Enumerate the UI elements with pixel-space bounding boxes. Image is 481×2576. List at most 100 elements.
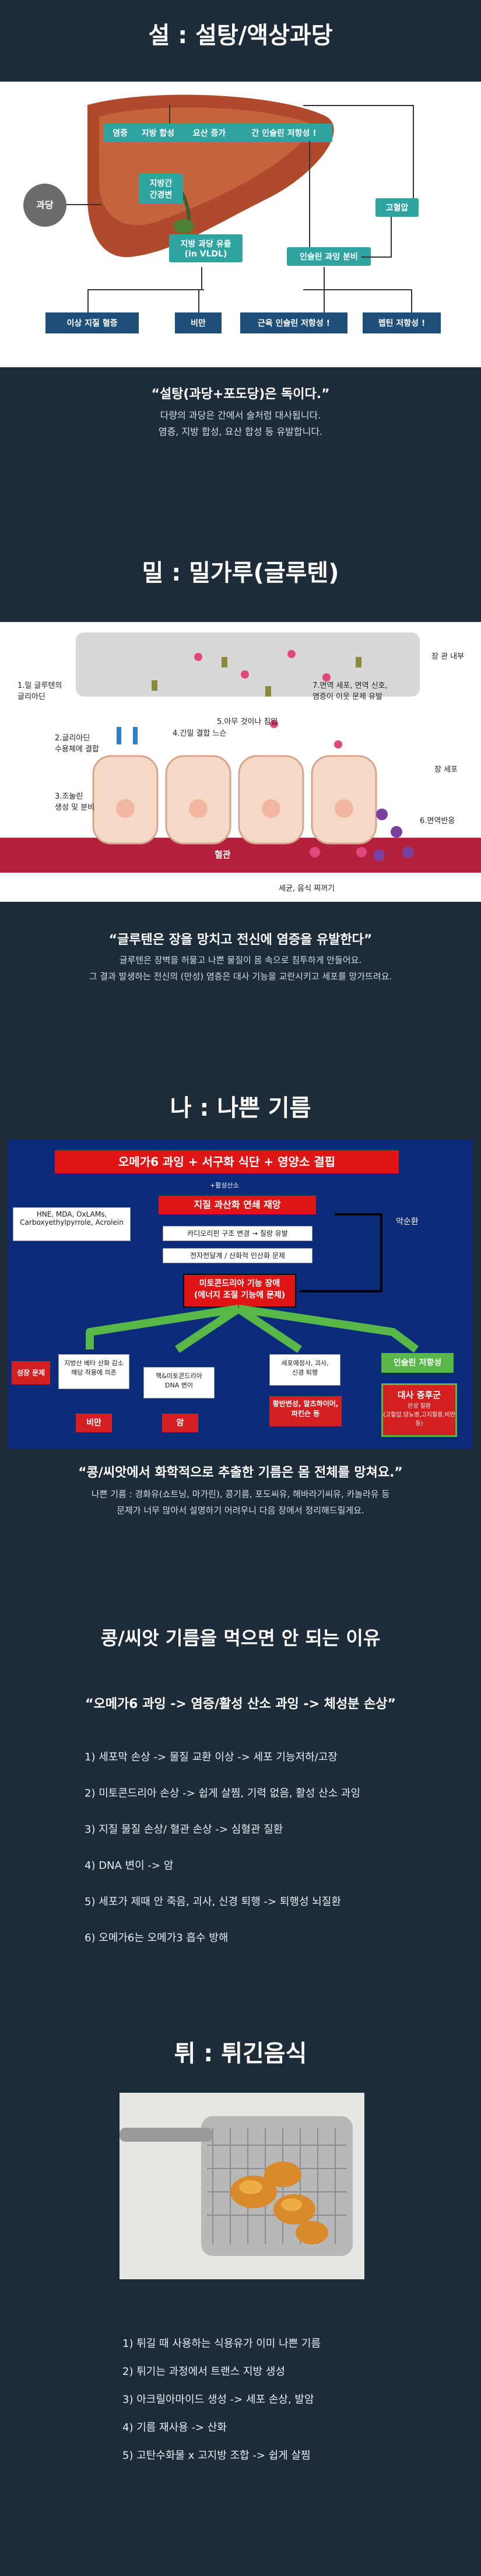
vicious-circle-label: 악순환 (396, 1217, 419, 1227)
dna-mutation-box: 핵&미토콘드리아 DNA 변이 (143, 1367, 215, 1398)
fatty-liver-box: 지방간 간경변 (139, 174, 183, 204)
liver-box-label: 염증 (113, 129, 128, 138)
arrow-line (66, 204, 101, 205)
byproducts-box: HNE, MDA, OxLAMs, Carboxyethylpyrrole, A… (13, 1207, 131, 1241)
fried-section-title: 튀 : 튀긴음식 (174, 2040, 307, 2067)
fat-diagram: 오메가6 과잉 + 서구화 식단 + 영양소 결핍 +활성산소 지질 과산화 연… (8, 1140, 473, 1449)
hypertension-box: 고혈압 (375, 198, 419, 217)
liver-box-label: 요산 증가 (192, 129, 226, 138)
connector-line (391, 217, 392, 258)
outcome-label: 비만 (191, 319, 206, 328)
wheat-caption-title: “글루텐은 장을 망치고 전신에 염증을 유발한다” (108, 933, 373, 947)
fried-item: 5) 고탄수화물 x 고지방 조합 -> 쉽게 살찜 (122, 2450, 311, 2462)
connector-line (169, 105, 170, 124)
outcome-label: 근육 인슐린 저항성 ! (257, 319, 331, 328)
liver-box-label: 지방 합성 (141, 129, 175, 138)
sugar-caption-title: “설탕(과당+포도당)은 독이다.” (151, 387, 330, 402)
lipid-peroxidation-bar: 지질 과산화 연쇄 재앙 (159, 1196, 316, 1214)
fat-top-bar: 오메가6 과잉 + 서구화 식단 + 영양소 결핍 (55, 1150, 399, 1173)
connector-line (87, 289, 89, 312)
connector-line (413, 105, 414, 198)
fat-caption-title: “콩/씨앗에서 화학적으로 추출한 기름은 몸 전체를 망쳐요.” (78, 1466, 403, 1480)
label-receptor: 2.글리아딘 수용체에 결합 (55, 734, 99, 754)
label-zonulin: 3.조눌린 생성 및 분비 (55, 792, 95, 812)
fried-food-photo (120, 2093, 364, 2279)
insulin-over-box: 인슐린 과잉 분비 (287, 247, 371, 266)
sugar-caption-line-1: 다량의 과당은 간에서 술처럼 대사됩니다. (160, 410, 321, 421)
gluten-diagram: 장 관 내부 1.밀 글루텐의 글리아딘 2.글리아딘 수용체에 결합 3.조눌… (0, 622, 481, 902)
sugar-section-title: 설 : 설탕/액상과당 (148, 22, 333, 49)
metabolic-syndrome-box: 대사 증후군 만성 질환 (고혈압,당뇨병,고지혈증,비만 등) (381, 1383, 457, 1437)
liver-box-insulin-resistance: 간 인슐린 저항성 ! (236, 124, 332, 142)
outcome-label: 렙틴 저항성 ! (378, 319, 426, 328)
fat-caption-line-1: 나쁜 기름 : 경화유(쇼트닝, 마가린), 콩기름, 포도씨유, 해바라기씨유… (91, 1489, 390, 1499)
metabolic-sub: 만성 질환 (고혈압,당뇨병,고지혈증,비만 등) (383, 1403, 455, 1427)
liver-box-label: 간 인슐린 저항성 ! (251, 129, 317, 138)
connector-line (303, 105, 414, 106)
outcome-obesity: 비만 (175, 312, 222, 333)
liver-box-inflammation: 염증 (104, 124, 136, 142)
label-tight-junction: 4.긴밀 결합 느슨 (173, 729, 227, 738)
reason-item: 4) DNA 변이 -> 암 (85, 1860, 174, 1872)
vldl-box: 지방 과당 유출 (in VLDL) (169, 234, 243, 262)
metabolic-title: 대사 증후군 (397, 1390, 441, 1400)
fried-item: 4) 기름 재사용 -> 산화 (122, 2422, 227, 2434)
fat-arrow-note: +활성산소 (210, 1182, 239, 1189)
sugar-caption-line-2: 염증, 지방 합성, 요산 합성 등 유발합니다. (158, 426, 323, 437)
connector-line (411, 289, 412, 312)
reason-item: 2) 미토콘드리아 손상 -> 쉽게 살찜, 기력 없음, 활성 산소 과잉 (85, 1787, 361, 1800)
insulin-resistance-box: 인슐린 저항성 (381, 1353, 454, 1373)
outcome-label: 이상 지질 혈증 (66, 319, 118, 328)
label-blood: 혈관 (215, 849, 231, 860)
growth-problem-box: 성장 문제 (12, 1361, 50, 1384)
apoptosis-box: 세포예정사, 괴사, 신경 퇴행 (269, 1354, 340, 1386)
outcome-leptin: 렙틴 저항성 ! (363, 312, 441, 333)
electron-box: 전자전달계 / 산화적 인산화 문제 (163, 1248, 313, 1263)
label-bacteria: 세균, 음식 찌꺼기 (279, 884, 335, 893)
fried-item: 3) 아크릴아마이드 생성 -> 세포 손상, 발암 (122, 2394, 314, 2406)
connector-line (309, 141, 310, 247)
wheat-section-title: 밀 : 밀가루(글루텐) (142, 560, 339, 586)
green-arrow-graphic (86, 1213, 419, 1353)
reasons-heading: 콩/씨앗 기름을 먹으면 안 되는 이유 (100, 1627, 381, 1649)
liver-box-uric-acid: 요산 증가 (182, 124, 237, 142)
sugar-diagram: 과당 염증 지방 합성 요산 증가 간 인슐린 저항성 ! 지방간 간경변 지방… (0, 82, 481, 367)
fat-section-title: 나 : 나쁜 기름 (170, 1095, 311, 1122)
connector-line (303, 289, 411, 290)
fried-item: 2) 튀기는 과정에서 트랜스 지방 생성 (122, 2366, 285, 2378)
outcome-dyslipidemia: 이상 지질 혈증 (45, 312, 139, 333)
fructose-label: 과당 (36, 199, 54, 210)
label-immune: 7.면역 세포, 면역 신호, 염증이 이웃 문제 유발 (313, 681, 388, 701)
reason-item: 6) 오메가6는 오메가3 흡수 방해 (85, 1932, 229, 1944)
label-epithelium: 장 세포 (434, 765, 458, 774)
fryer-basket-image (120, 2093, 364, 2279)
label-gluten-fragment: 1.밀 글루텐의 글리아딘 (17, 681, 62, 701)
fatty-liver-label: 지방간 간경변 (149, 179, 173, 200)
label-molecules: 5.아무 것이나 침입 (217, 718, 278, 726)
fat-caption-line-2: 문제가 너무 많아서 설명하기 어려우니 다음 장에서 정리해드릴게요. (117, 1505, 364, 1516)
fried-item: 1) 튀길 때 사용하는 식용유가 이미 나쁜 기름 (122, 2338, 321, 2350)
degeneration-outcome: 황반변성, 알츠하이머, 파킨슨 등 (269, 1396, 342, 1426)
label-gut-lumen: 장 관 내부 (431, 652, 465, 661)
vldl-label: 지방 과당 유출 (in VLDL) (180, 240, 231, 259)
reason-item: 5) 세포가 제때 안 죽음, 괴사, 신경 퇴행 -> 퇴행성 뇌질환 (85, 1896, 341, 1908)
liver-box-fat-synthesis: 지방 합성 (134, 124, 182, 142)
membrane-box: 카디오리핀 구조 변경 → 질량 유발 (163, 1226, 313, 1241)
hypertension-label: 고혈압 (385, 203, 409, 213)
connector-line (361, 256, 391, 258)
connector-line (87, 289, 204, 290)
wheat-caption-line-1: 글루텐은 장벽을 허물고 나쁜 물질이 몸 속으로 침투하게 만들어요. (119, 955, 362, 965)
reasons-subheading: “오메가6 과잉 -> 염증/활성 산소 과잉 -> 체성분 손상” (85, 1697, 396, 1712)
cancer-outcome: 암 (162, 1414, 198, 1432)
insulin-over-label: 인슐린 과잉 분비 (300, 252, 358, 262)
fructose-circle: 과당 (23, 184, 66, 227)
gut-illustration (0, 632, 481, 873)
obesity-outcome: 비만 (76, 1414, 112, 1432)
reason-item: 1) 세포막 손상 -> 물질 교환 이상 -> 세포 기능저하/고장 (85, 1751, 338, 1763)
outcome-muscle-insulin: 근육 인슐린 저항성 ! (240, 312, 347, 333)
wheat-caption-line-2: 그 결과 발생하는 전신의 (만성) 염증은 대사 기능을 교란시키고 세포를 … (89, 971, 392, 982)
connector-line (201, 267, 202, 290)
beta-oxidation-box: 지방산 베타 산화 감소 해당 작용에 의존 (58, 1354, 129, 1389)
label-immune-response: 6.면역반응 (420, 817, 455, 825)
reason-item: 3) 지질 물질 손상/ 혈관 손상 -> 심혈관 질환 (85, 1823, 283, 1836)
